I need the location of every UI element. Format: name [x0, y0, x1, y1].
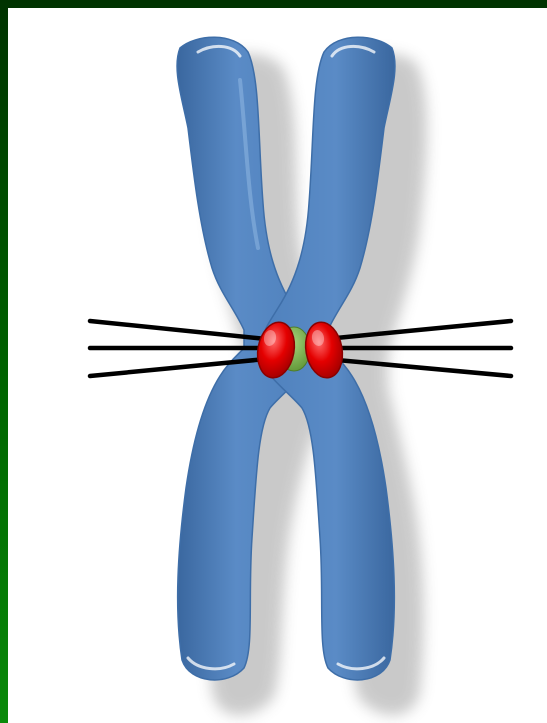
slide-canvas: [8, 8, 547, 723]
chromosome-diagram: [8, 8, 547, 723]
